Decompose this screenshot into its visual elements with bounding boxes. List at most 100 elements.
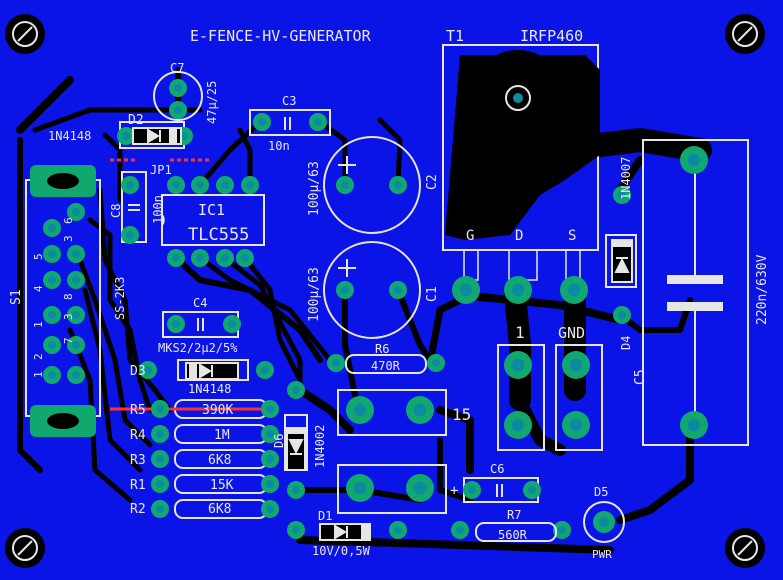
silk-label-jp1: JP1 — [150, 163, 172, 177]
silk-label-source: S — [568, 228, 576, 244]
solder-pad — [151, 400, 169, 418]
solder-pad-large — [680, 411, 708, 439]
solder-pad — [167, 315, 185, 333]
silk-label-r7: R7 — [507, 508, 521, 522]
solder-pad — [287, 481, 305, 499]
silk-label-pwr: PWR — [592, 548, 612, 561]
silk-label-c2-val: 100μ/63 — [307, 161, 322, 216]
silk-label-r6: R6 — [375, 342, 389, 356]
solder-pad — [67, 271, 85, 289]
solder-pad — [261, 425, 279, 443]
solder-pad — [167, 176, 185, 194]
mounting-hole-br — [725, 528, 765, 568]
solder-pad-large — [504, 411, 532, 439]
silk-label-s1: S1 — [9, 289, 24, 305]
solder-pad-large — [452, 276, 480, 304]
silk-label-c3: C3 — [282, 94, 296, 108]
solder-pad — [151, 475, 169, 493]
solder-pad — [191, 249, 209, 267]
solder-pad — [43, 271, 61, 289]
switch-pin-label: 6 — [62, 217, 75, 224]
solder-pad — [327, 354, 345, 372]
silk-label-r4: R4 — [130, 428, 146, 443]
solder-pad — [43, 245, 61, 263]
silk-label-d6: D6 — [272, 434, 286, 448]
ic1-outline — [161, 194, 265, 246]
diode-d1-symbol — [319, 523, 371, 541]
silk-label-c4: C4 — [193, 296, 207, 310]
solder-pad — [463, 481, 481, 499]
diode-d3-symbol — [185, 362, 239, 380]
solder-pad-large — [406, 396, 434, 424]
switch-pin-label: 3 — [62, 313, 75, 320]
capacitor-c1-body — [323, 241, 421, 339]
solder-pad — [117, 127, 135, 145]
mounting-hole-bl — [5, 528, 45, 568]
board-title: E-FENCE-HV-GENERATOR — [190, 27, 372, 45]
solder-pad — [336, 176, 354, 194]
silk-label-c1-val: 100μ/63 — [307, 267, 322, 322]
silk-label-ic1: IC1 — [198, 201, 225, 219]
solder-pad-large — [562, 351, 590, 379]
solder-pad — [43, 336, 61, 354]
silk-label-c6: C6 — [490, 462, 504, 476]
solder-pad — [121, 226, 139, 244]
silk-label-c1: C1 — [425, 286, 440, 302]
silk-label-d6-part: 1N4002 — [313, 425, 327, 468]
solder-pad-large — [346, 474, 374, 502]
switch-pin-label: 7 — [62, 337, 75, 344]
silk-label-irfp: IRFP460 — [520, 27, 583, 45]
silk-label-plus: + — [450, 483, 458, 499]
silk-label-r6-val: 470R — [371, 359, 401, 373]
silk-label-ic1-part: TLC555 — [188, 225, 249, 245]
silk-label-c7: C7 — [170, 61, 184, 75]
silk-label-c4-val: MKS2/2μ2/5% — [158, 341, 238, 355]
solder-pad — [67, 366, 85, 384]
silk-label-r1-val: 15K — [210, 478, 234, 493]
solder-pad — [427, 354, 445, 372]
solder-pad — [43, 366, 61, 384]
capacitor-c7-body — [153, 71, 203, 121]
solder-pad-large — [504, 276, 532, 304]
solder-pad-large — [504, 351, 532, 379]
silk-label-d2: D2 — [128, 113, 144, 128]
solder-pad — [67, 203, 85, 221]
solder-pad — [216, 176, 234, 194]
solder-pad — [613, 186, 631, 204]
solder-pad — [553, 521, 571, 539]
silk-label-d3: D3 — [130, 364, 146, 379]
switch-pin-label: 5 — [32, 253, 45, 260]
solder-pad — [216, 249, 234, 267]
silk-label-drain: D — [515, 228, 523, 244]
solder-pad — [261, 475, 279, 493]
solder-pad — [261, 500, 279, 518]
solder-pad — [151, 425, 169, 443]
solder-pad — [139, 361, 157, 379]
switch-pin-label: 3 — [62, 235, 75, 242]
silk-label-t1: T1 — [446, 27, 464, 45]
mounting-hole-tr — [725, 14, 765, 54]
silk-label-c5: C5 — [633, 369, 648, 385]
silk-label-d5: D5 — [594, 485, 608, 499]
silk-label-c5-val: 220n/630V — [755, 254, 770, 325]
solder-pad — [451, 521, 469, 539]
solder-pad — [169, 101, 187, 119]
solder-pad — [151, 500, 169, 518]
mounting-holes — [5, 14, 765, 568]
diode-d6-symbol — [286, 427, 306, 471]
solder-pad — [121, 176, 139, 194]
solder-pad — [151, 450, 169, 468]
silk-label-r2-val: 6K8 — [208, 502, 231, 517]
small-cap-symbols — [128, 117, 503, 497]
solder-pad — [389, 176, 407, 194]
silk-label-d1-val: 10V/0,5W — [312, 544, 371, 558]
capacitor-c5-body — [642, 139, 749, 446]
silk-label-c8-val: 100n — [151, 195, 165, 224]
solder-pad — [309, 113, 327, 131]
diode-d4-symbol — [611, 239, 633, 283]
resistor-r6-body — [345, 354, 427, 374]
silk-label-tr-15: 15 — [452, 405, 471, 424]
solder-pad-large — [346, 396, 374, 424]
diode-d2-symbol — [132, 127, 182, 145]
